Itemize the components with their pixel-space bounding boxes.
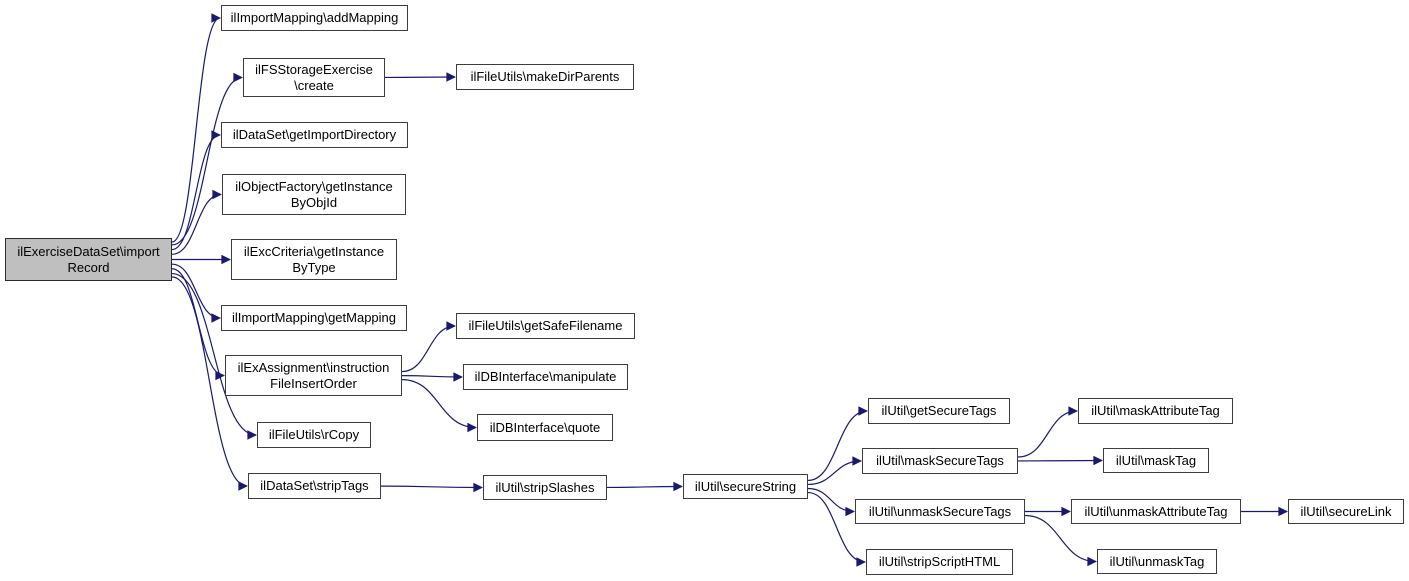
call-edge-importRecord-to-addMapping — [171, 13, 221, 243]
call-edge-unmaskSecureTags-to-unmaskTag — [1024, 514, 1097, 567]
graph-node-maskAttributeTag[interactable]: ilUtil\maskAttributeTag — [1078, 398, 1233, 424]
graph-node-stripScriptHTML[interactable]: ilUtil\stripScriptHTML — [866, 549, 1013, 575]
call-edge-secureString-to-maskSecureTags — [807, 456, 862, 486]
call-edge-importRecord-to-getInstanceByObjId — [171, 189, 222, 255]
call-edge-stripSlashes-to-secureString — [606, 481, 683, 492]
graph-node-maskSecureTags[interactable]: ilUtil\maskSecureTags — [862, 448, 1018, 474]
call-edge-instructionFileInsertOrder-to-getSafeFilename — [401, 321, 456, 373]
graph-node-instructionFileInsertOrder[interactable]: ilExAssignment\instruction FileInsertOrd… — [225, 355, 402, 396]
call-edge-instructionFileInsertOrder-to-manipulate — [401, 372, 463, 382]
call-edge-instructionFileInsertOrder-to-quote — [401, 379, 477, 433]
graph-node-getSafeFilename[interactable]: ilFileUtils\getSafeFilename — [456, 313, 635, 339]
graph-node-secureLink[interactable]: ilUtil\secureLink — [1288, 499, 1404, 524]
call-edge-secureString-to-getSecureTags — [807, 406, 868, 482]
call-edge-importRecord-to-getMapping — [171, 263, 221, 323]
call-edge-importRecord-to-getImportDirectory — [171, 130, 221, 251]
call-edge-importRecord-to-stripTags — [171, 276, 248, 491]
graph-node-getInstanceByType[interactable]: ilExcCriteria\getInstance ByType — [231, 239, 397, 280]
call-edge-secureString-to-stripScriptHTML — [807, 491, 866, 567]
graph-node-getSecureTags[interactable]: ilUtil\getSecureTags — [868, 398, 1010, 424]
call-edge-stripTags-to-stripSlashes — [380, 482, 483, 493]
graph-node-unmaskAttributeTag[interactable]: ilUtil\unmaskAttributeTag — [1071, 499, 1241, 524]
graph-node-manipulate[interactable]: ilDBInterface\manipulate — [463, 364, 628, 390]
graph-node-makeDirParents[interactable]: ilFileUtils\makeDirParents — [456, 64, 634, 90]
call-edge-importRecord-to-rCopy — [171, 272, 257, 440]
graph-node-quote[interactable]: ilDBInterface\quote — [477, 414, 613, 441]
graph-node-getImportDirectory[interactable]: ilDataSet\getImportDirectory — [221, 122, 408, 148]
graph-node-getInstanceByObjId[interactable]: ilObjectFactory\getInstance ByObjId — [222, 174, 406, 215]
graph-node-rCopy[interactable]: ilFileUtils\rCopy — [257, 422, 371, 448]
graph-node-stripTags[interactable]: ilDataSet\stripTags — [248, 473, 381, 499]
call-edge-maskSecureTags-to-maskAttributeTag — [1017, 406, 1078, 458]
call-edge-secureString-to-unmaskSecureTags — [807, 487, 855, 517]
graph-node-stripSlashes[interactable]: ilUtil\stripSlashes — [483, 475, 607, 500]
graph-node-secureString[interactable]: ilUtil\secureString — [683, 474, 808, 499]
graph-node-createFS[interactable]: ilFSStorageExercise \create — [243, 58, 385, 97]
graph-node-addMapping[interactable]: ilImportMapping\addMapping — [221, 5, 408, 31]
graph-node-maskTag[interactable]: ilUtil\maskTag — [1103, 448, 1209, 473]
call-edge-importRecord-to-createFS — [171, 72, 243, 246]
graph-node-unmaskTag[interactable]: ilUtil\unmaskTag — [1097, 549, 1217, 574]
graph-node-importRecord[interactable]: ilExerciseDataSet\import Record — [5, 238, 172, 281]
graph-node-getMapping[interactable]: ilImportMapping\getMapping — [221, 305, 407, 331]
graph-node-unmaskSecureTags[interactable]: ilUtil\unmaskSecureTags — [855, 499, 1025, 524]
